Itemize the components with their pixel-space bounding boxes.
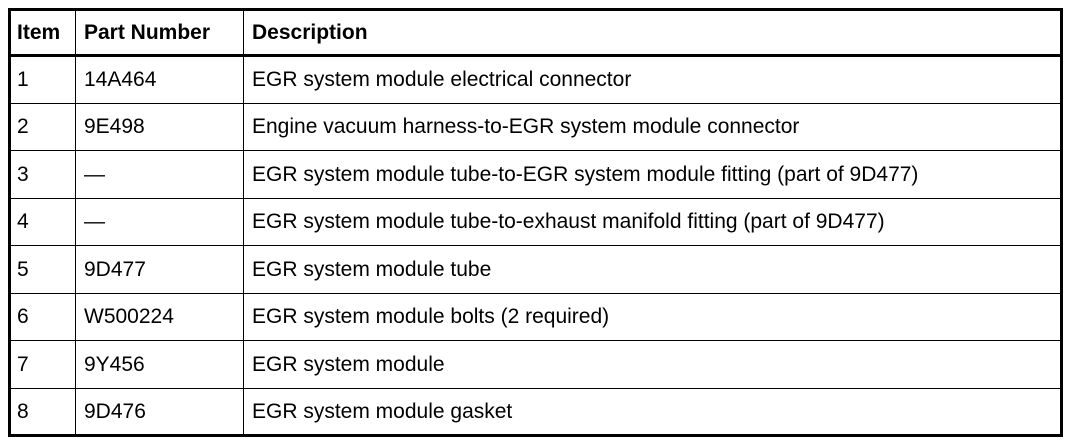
- cell-description: EGR system module tube-to-EGR system mod…: [243, 150, 1062, 199]
- cell-description: EGR system module gasket: [243, 387, 1062, 436]
- table-header: Item Part Number Description: [9, 9, 1062, 57]
- table-row: 3 — EGR system module tube-to-EGR system…: [9, 150, 1062, 199]
- cell-item: 8: [9, 387, 76, 436]
- table-row: 5 9D477 EGR system module tube: [9, 245, 1062, 294]
- cell-description: Engine vacuum harness-to-EGR system modu…: [243, 102, 1062, 151]
- table-row: 4 — EGR system module tube-to-exhaust ma…: [9, 197, 1062, 246]
- parts-table: Item Part Number Description 1 14A464 EG…: [8, 8, 1063, 437]
- cell-description: EGR system module tube-to-exhaust manifo…: [243, 197, 1062, 246]
- cell-description: EGR system module bolts (2 required): [243, 292, 1062, 341]
- cell-part-number: 9D477: [75, 245, 244, 294]
- table-row: 7 9Y456 EGR system module: [9, 340, 1062, 389]
- cell-item: 1: [9, 55, 76, 104]
- table-body: 1 14A464 EGR system module electrical co…: [9, 55, 1062, 436]
- header-row: Item Part Number Description: [9, 9, 1062, 57]
- cell-item: 3: [9, 150, 76, 199]
- cell-part-number: 9D476: [75, 387, 244, 436]
- cell-item: 6: [9, 292, 76, 341]
- cell-item: 2: [9, 102, 76, 151]
- cell-part-number: 9E498: [75, 102, 244, 151]
- header-part-number: Part Number: [75, 9, 244, 57]
- cell-description: EGR system module tube: [243, 245, 1062, 294]
- header-item: Item: [9, 9, 76, 57]
- table-row: 1 14A464 EGR system module electrical co…: [9, 55, 1062, 104]
- cell-item: 5: [9, 245, 76, 294]
- cell-description: EGR system module electrical connector: [243, 55, 1062, 104]
- cell-item: 4: [9, 197, 76, 246]
- cell-part-number: —: [75, 150, 244, 199]
- table-row: 6 W500224 EGR system module bolts (2 req…: [9, 292, 1062, 341]
- table-row: 2 9E498 Engine vacuum harness-to-EGR sys…: [9, 102, 1062, 151]
- cell-item: 7: [9, 340, 76, 389]
- cell-part-number: W500224: [75, 292, 244, 341]
- cell-part-number: 14A464: [75, 55, 244, 104]
- cell-description: EGR system module: [243, 340, 1062, 389]
- cell-part-number: —: [75, 197, 244, 246]
- table-row: 8 9D476 EGR system module gasket: [9, 387, 1062, 436]
- cell-part-number: 9Y456: [75, 340, 244, 389]
- header-description: Description: [243, 9, 1062, 57]
